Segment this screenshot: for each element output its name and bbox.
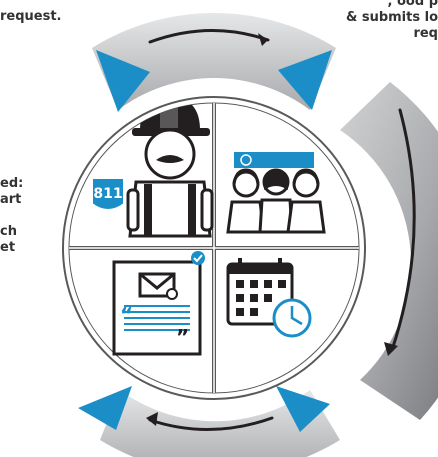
left-caption-line: ch	[0, 224, 17, 239]
blue-pointers	[78, 50, 332, 432]
top-right-caption-line: , ood p	[387, 0, 438, 9]
inner-circle	[62, 96, 366, 400]
arrow-right-head	[384, 342, 398, 356]
left-caption-line: ed:	[0, 176, 24, 191]
top-left-caption: request.	[0, 9, 62, 24]
arrow-top-head	[258, 33, 268, 46]
811-badge-text: 811	[93, 186, 122, 202]
pointer-top-left	[96, 50, 150, 112]
check-badge-icon	[191, 251, 205, 265]
pointer-top-right	[278, 50, 332, 110]
top-right-caption-line: & submits lo	[345, 10, 438, 25]
arrow-bottom	[148, 416, 274, 431]
construction-worker-icon	[126, 103, 214, 238]
svg-text:”: ”	[176, 325, 189, 349]
ring-segment-left-arc	[0, 145, 12, 350]
ring-segment-right	[340, 82, 438, 420]
pointer-bottom-right	[276, 386, 330, 432]
svg-text:“: “	[120, 303, 133, 327]
pointer-bottom-left	[78, 386, 132, 430]
ring-segment-top	[92, 12, 336, 111]
outer-ring	[0, 12, 438, 457]
call-center-agents-icon	[226, 152, 326, 234]
ring-segment-bottom	[100, 390, 340, 457]
811-badge: 811	[91, 177, 125, 211]
arrow-right	[390, 108, 416, 352]
arrow-bottom-head	[146, 412, 158, 426]
left-caption-line: et	[0, 240, 16, 255]
calendar-clock-icon	[226, 258, 312, 338]
phone-banner	[234, 152, 314, 168]
email-confirmation-icon: “ ”	[112, 251, 205, 356]
left-caption: ed: art ch et	[0, 176, 23, 256]
cycle-arrow-icon	[146, 29, 416, 431]
top-right-caption-line: req	[413, 26, 438, 41]
arrow-top	[148, 29, 270, 44]
left-caption-line: art	[0, 192, 22, 207]
top-right-caption: , ood p & submits lo req	[346, 0, 438, 42]
